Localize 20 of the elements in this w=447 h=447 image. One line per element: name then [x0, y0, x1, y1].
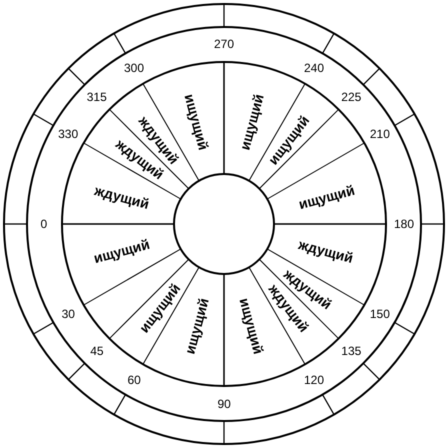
- sector-label: ищущий: [182, 296, 211, 356]
- sector-label: ждущий: [92, 182, 150, 211]
- angle-number: 180: [394, 218, 414, 230]
- angle-number: 270: [214, 38, 234, 50]
- angle-number: 120: [304, 374, 324, 386]
- sector-label: ищущий: [237, 92, 266, 152]
- angle-number: 45: [90, 345, 104, 358]
- angle-number: 0: [40, 218, 48, 230]
- angle-number: 135: [341, 345, 362, 358]
- angle-number: 210: [370, 128, 390, 140]
- sector-label: ждущий: [298, 237, 356, 266]
- angle-number: 240: [304, 62, 324, 74]
- angle-number: 330: [58, 128, 78, 140]
- angle-number: 150: [370, 308, 390, 320]
- angle-number: 300: [124, 62, 144, 74]
- angle-number: 60: [128, 374, 141, 386]
- angle-number: 90: [218, 398, 231, 410]
- angle-number: 315: [86, 90, 107, 103]
- angle-number: 225: [341, 90, 362, 103]
- angle-number: 30: [62, 308, 75, 320]
